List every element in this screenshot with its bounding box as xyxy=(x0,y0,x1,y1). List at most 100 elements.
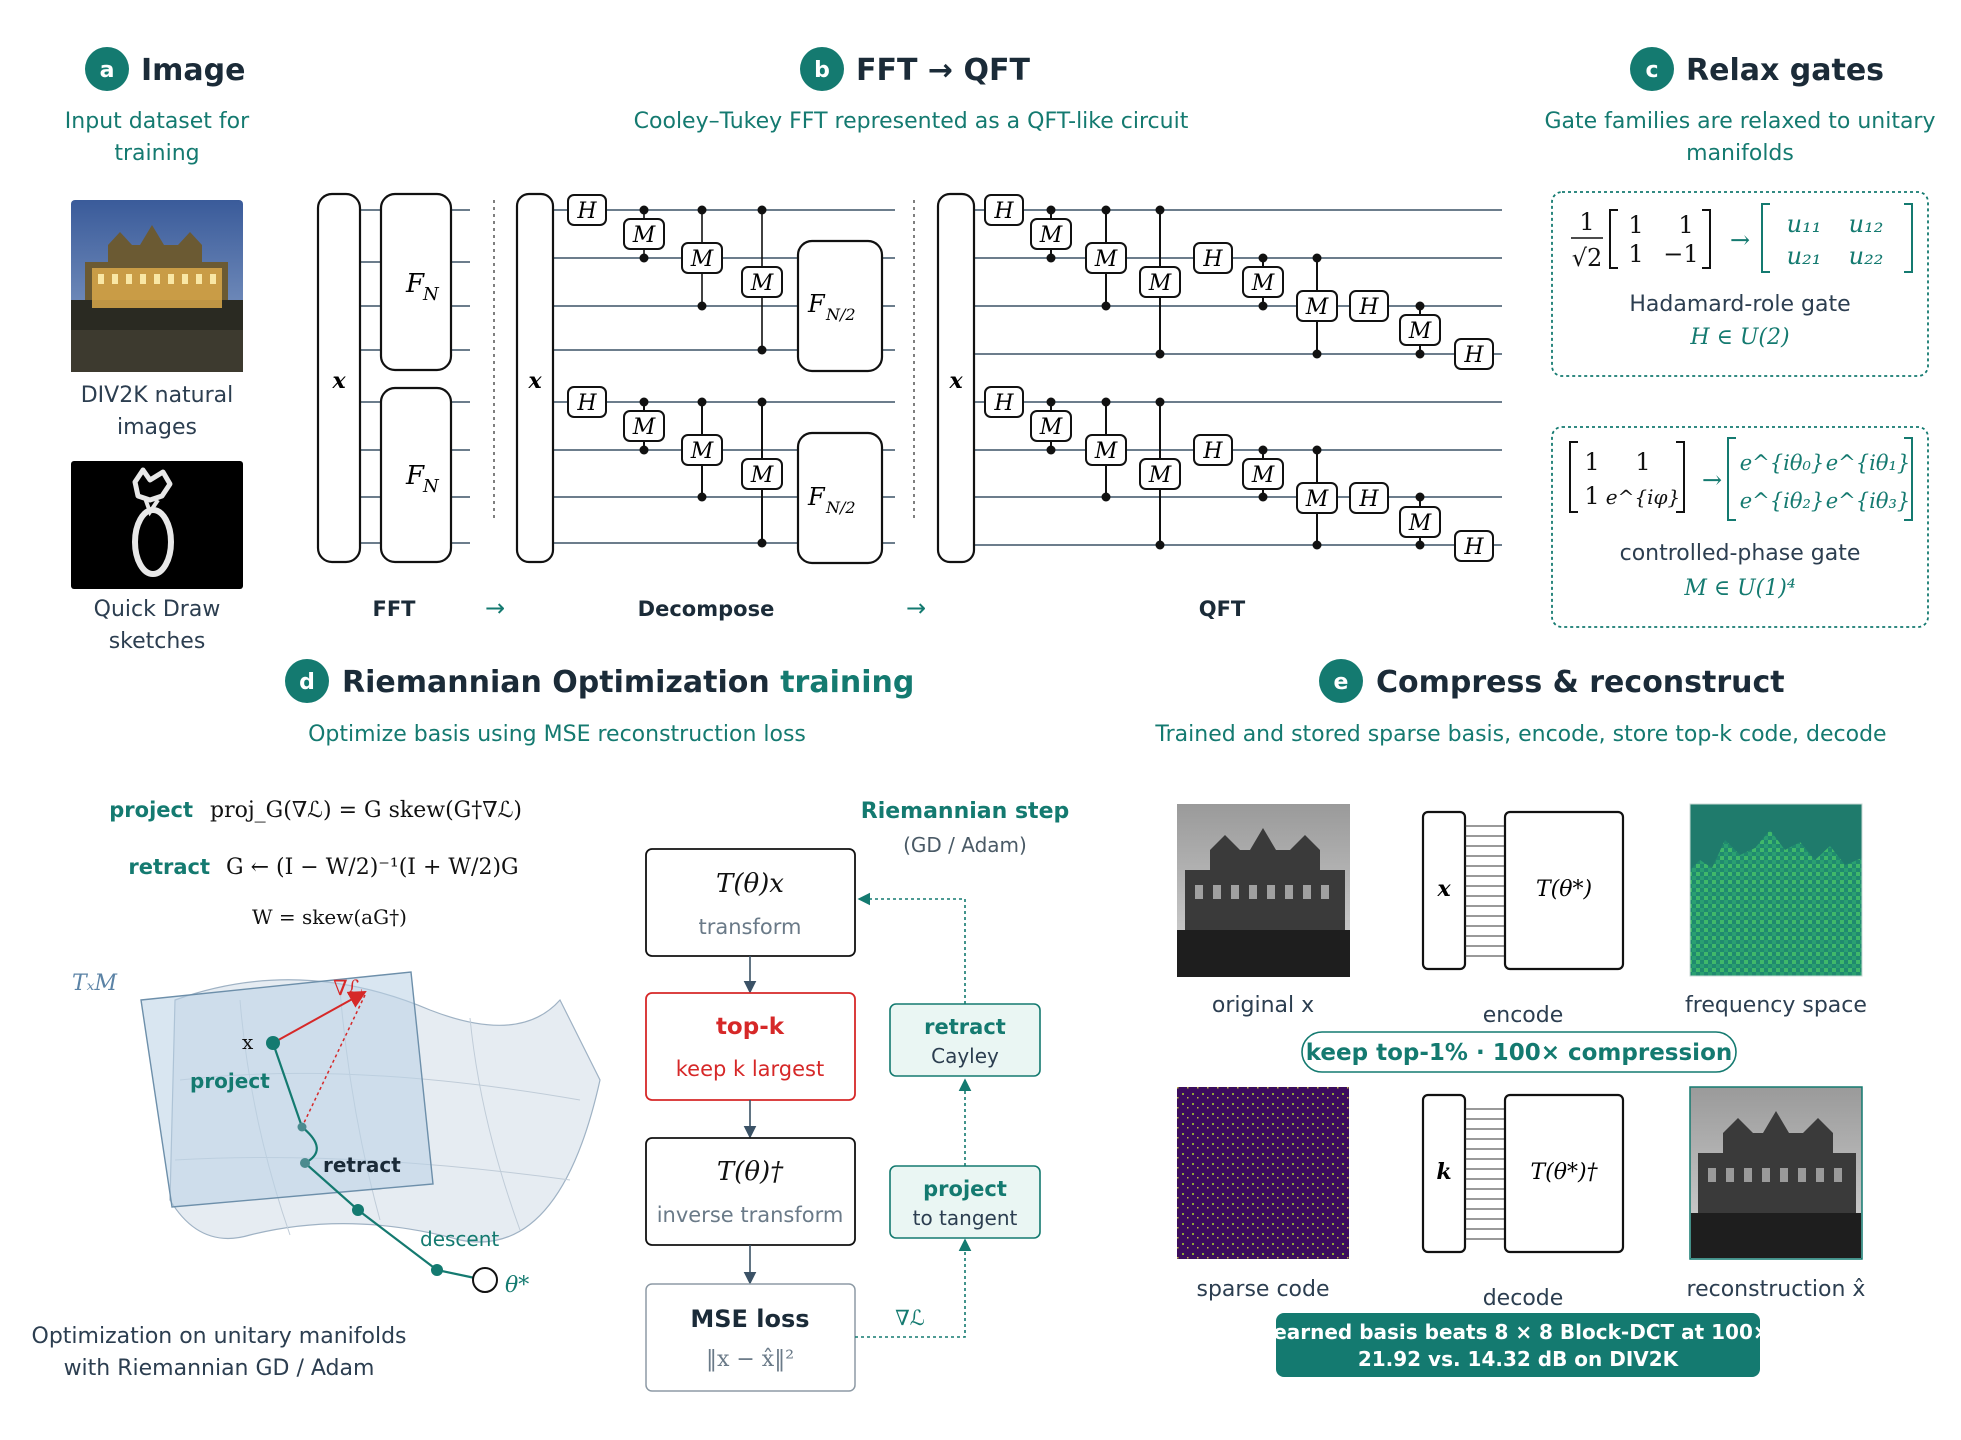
svg-text:1: 1 xyxy=(1678,211,1693,239)
retract-label: retract xyxy=(323,1153,401,1177)
project-label: project xyxy=(190,1069,270,1093)
cphase-label: controlled-phase gate xyxy=(1620,541,1861,566)
cphase-matrix: 1 1 1 e^{iφ} → e^{iθ₀} e^{iθ₁} e^{iθ₂} e… xyxy=(1569,437,1913,521)
svg-text:e^{iφ}: e^{iφ} xyxy=(1606,485,1680,509)
svg-text:e^{iθ₂}: e^{iθ₂} xyxy=(1740,489,1825,513)
svg-text:H: H xyxy=(1463,535,1484,560)
quickdraw-caption-1: Quick Draw xyxy=(94,597,221,622)
tangent-label: TₓM xyxy=(72,971,117,996)
qft-circuit: x H M M M H M M H M H xyxy=(936,192,1502,564)
retract-to-transform-arrow xyxy=(857,892,966,1004)
panel-c: c Relax gates Gate families are relaxed … xyxy=(1544,47,1936,628)
badge-d-label: d xyxy=(299,670,315,695)
decode-circuit: k T(θ*)† xyxy=(1421,1093,1625,1254)
panel-d-title: Riemannian Optimization training xyxy=(342,665,914,700)
eq-w: W = skew(aG†) xyxy=(252,905,407,929)
fn-bottom-sub: N xyxy=(422,476,440,497)
x-label: x xyxy=(242,1030,254,1054)
fn2-top-label: F xyxy=(807,290,826,318)
svg-text:top-k: top-k xyxy=(716,1014,785,1040)
svg-text:e^{iθ₃}: e^{iθ₃} xyxy=(1826,489,1911,513)
decode-caption: decode xyxy=(1483,1286,1564,1311)
decompose-gates-bottom: H M M M F N/2 xyxy=(567,386,884,565)
panel-d-caption-2: with Riemannian GD / Adam xyxy=(64,1356,375,1381)
panel-b: b FFT → QFT Cooley–Tukey FFT represented… xyxy=(316,47,1502,622)
panel-c-subtitle-1: Gate families are relaxed to unitary xyxy=(1544,109,1935,134)
theta-star-label: θ* xyxy=(505,1273,529,1298)
qft-x-symbol: x xyxy=(948,368,963,394)
svg-text:M: M xyxy=(690,247,714,272)
arrow-2: → xyxy=(906,594,926,622)
svg-text:H: H xyxy=(993,199,1014,224)
sparse-caption: sparse code xyxy=(1197,1277,1330,1302)
svg-text:u₂₂: u₂₂ xyxy=(1849,242,1884,270)
theta-star-point xyxy=(472,1267,498,1293)
hadamard-label: Hadamard-role gate xyxy=(1629,292,1850,317)
transform-box xyxy=(645,848,856,957)
panel-c-title: Relax gates xyxy=(1686,53,1884,88)
svg-text:k: k xyxy=(1436,1159,1451,1185)
badge-a-label: a xyxy=(100,58,115,83)
panel-d-subtitle: Optimize basis using MSE reconstruction … xyxy=(308,722,806,747)
svg-text:H: H xyxy=(1202,247,1223,272)
gradient-label: ∇ℒ xyxy=(333,976,363,1000)
frequency-caption: frequency space xyxy=(1685,993,1867,1018)
cphase-box xyxy=(1551,426,1929,628)
div2k-image xyxy=(71,200,243,372)
svg-text:H: H xyxy=(993,391,1014,416)
frequency-image xyxy=(1689,803,1863,977)
svg-text:M: M xyxy=(1039,415,1063,440)
svg-text:M: M xyxy=(1251,463,1275,488)
arrow-1: → xyxy=(485,594,505,622)
svg-text:T(θ)x: T(θ)x xyxy=(716,869,784,899)
svg-text:M: M xyxy=(750,463,774,488)
fft-circuit: x F N F N xyxy=(316,192,470,564)
svg-text:M: M xyxy=(1305,295,1329,320)
x-point xyxy=(266,1036,280,1050)
manifold-illustration: TₓM ∇ℒ x project retract descent θ* xyxy=(72,971,601,1298)
decompose-x-register xyxy=(515,192,555,564)
panel-b-title: FFT → QFT xyxy=(856,53,1030,88)
decompose-circuit: x H M M M F N/2 xyxy=(515,192,895,565)
loss-to-project-arrow xyxy=(855,1238,972,1338)
tangent-plane xyxy=(140,971,434,1208)
panel-a-subtitle-2: training xyxy=(114,141,199,166)
svg-text:u₂₁: u₂₁ xyxy=(1787,242,1822,270)
svg-text:1: 1 xyxy=(1628,211,1643,239)
svg-text:T(θ*): T(θ*) xyxy=(1536,877,1592,902)
hadamard-arrow: → xyxy=(1730,226,1750,254)
badge-b xyxy=(800,47,844,91)
gradient-projection xyxy=(301,994,366,1128)
svg-text:M: M xyxy=(1094,247,1118,272)
div2k-caption-1: DIV2K natural xyxy=(81,383,234,408)
svg-text:H: H xyxy=(576,391,597,416)
svg-text:M: M xyxy=(690,439,714,464)
panel-d: d Riemannian Optimization training Optim… xyxy=(32,659,1069,1392)
svg-text:project: project xyxy=(923,1177,1007,1201)
svg-text:M: M xyxy=(632,223,656,248)
fn-bottom-label: F xyxy=(405,461,425,491)
banner-line-2: 21.92 vs. 14.32 dB on DIV2K xyxy=(1358,1347,1680,1371)
svg-text:1: 1 xyxy=(1635,448,1650,476)
panel-c-subtitle-2: manifolds xyxy=(1686,141,1794,166)
svg-text:Cayley: Cayley xyxy=(931,1044,999,1068)
fn2-top-sub: N/2 xyxy=(825,305,856,324)
fft-x-symbol: x xyxy=(331,368,346,394)
fft-fn-block-bottom xyxy=(379,386,453,564)
svg-text:1: 1 xyxy=(1579,208,1594,236)
fft-fn-block-top xyxy=(379,192,453,372)
label-qft: QFT xyxy=(1199,597,1246,621)
svg-text:M: M xyxy=(1408,511,1432,536)
banner-line-1: learned basis beats 8 × 8 Block-DCT at 1… xyxy=(1266,1320,1769,1344)
badge-e-label: e xyxy=(1334,670,1349,695)
eq-retract-label: retract xyxy=(128,855,210,879)
keep-pill xyxy=(1301,1031,1737,1073)
panel-e-title: Compress & reconstruct xyxy=(1376,665,1785,700)
keep-text: keep top-1% · 100× compression xyxy=(1306,1040,1733,1066)
original-image xyxy=(1177,804,1350,977)
cphase-arrow: → xyxy=(1702,466,1722,494)
svg-text:√2: √2 xyxy=(1572,244,1603,272)
label-decompose: Decompose xyxy=(638,597,775,621)
decompose-x-symbol: x xyxy=(527,368,542,394)
